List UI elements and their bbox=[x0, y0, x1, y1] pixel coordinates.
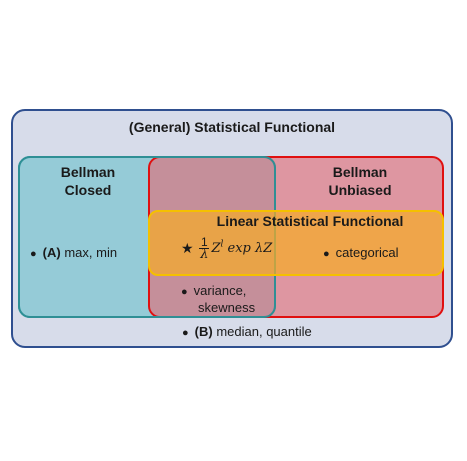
formula-tail: exp λZ bbox=[223, 240, 273, 256]
bellman-closed-title: Bellman Closed bbox=[18, 163, 158, 199]
item-exp-utility: ★ 1 λ Zl exp λZ bbox=[181, 236, 272, 261]
bellman-closed-title-line2: Closed bbox=[64, 182, 112, 198]
item-variance-line2: skewness bbox=[198, 300, 256, 315]
item-a: ● (A) max, min bbox=[30, 245, 117, 260]
item-categorical-text: categorical bbox=[335, 245, 399, 260]
fraction: 1 λ bbox=[199, 235, 210, 262]
formula-exponent: l bbox=[220, 239, 224, 250]
formula-base: Z bbox=[211, 240, 221, 256]
bellman-unbiased-title-line1: Bellman bbox=[332, 164, 388, 180]
bullet-icon: ● bbox=[30, 248, 37, 260]
item-b-text: median, quantile bbox=[216, 324, 312, 339]
bellman-closed-title-line1: Bellman bbox=[60, 164, 116, 180]
bullet-icon: ● bbox=[182, 327, 189, 339]
item-b: ● (B) median, quantile bbox=[182, 324, 312, 339]
fraction-denominator: λ bbox=[200, 247, 209, 262]
item-categorical: ● categorical bbox=[323, 245, 399, 260]
item-a-label: (A) bbox=[42, 245, 61, 260]
bellman-unbiased-title-line2: Unbiased bbox=[328, 182, 392, 198]
item-variance: ● variance, skewness bbox=[181, 283, 255, 316]
linear-title: Linear Statistical Functional bbox=[216, 213, 404, 229]
item-variance-line1: variance, bbox=[193, 283, 247, 298]
outer-title: (General) Statistical Functional bbox=[128, 119, 336, 135]
bullet-icon: ● bbox=[323, 248, 330, 260]
bullet-icon: ● bbox=[181, 286, 188, 298]
bellman-unbiased-title: Bellman Unbiased bbox=[300, 163, 420, 199]
linear-statistical-functional-region bbox=[148, 210, 444, 276]
item-a-text: max, min bbox=[64, 245, 118, 260]
fraction-numerator: 1 bbox=[199, 235, 210, 249]
item-b-label: (B) bbox=[194, 324, 213, 339]
star-icon: ★ bbox=[181, 240, 194, 256]
